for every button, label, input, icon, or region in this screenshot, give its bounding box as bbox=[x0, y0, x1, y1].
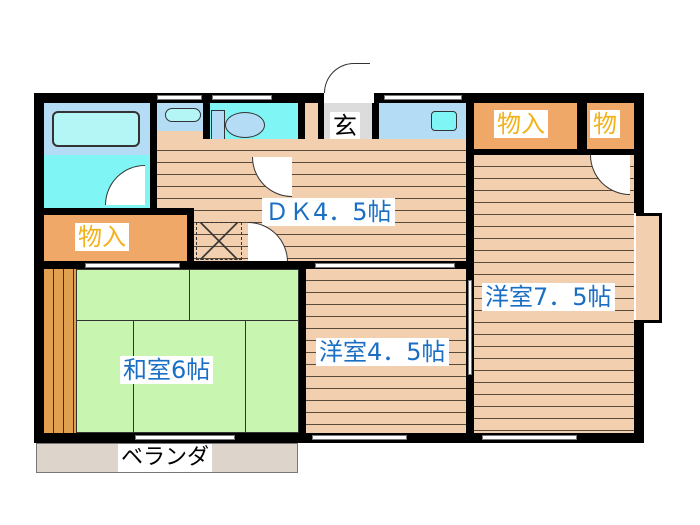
window-top-washroom bbox=[157, 95, 202, 100]
closet-left-wall-right bbox=[187, 208, 194, 268]
mid-wall bbox=[34, 261, 474, 269]
balcony-label: ベランダ bbox=[118, 444, 213, 472]
window-bottom-yoshitsu-large bbox=[482, 435, 577, 440]
entrance-label: 玄 bbox=[330, 112, 360, 140]
outer-wall-top-right bbox=[374, 93, 644, 103]
dk-floor-upper bbox=[157, 131, 203, 141]
sliding-door-closet bbox=[85, 263, 180, 268]
yoshitsu-large-label: 洋室7．5帖 bbox=[482, 283, 615, 311]
tokonoma bbox=[44, 269, 76, 433]
toilet-wall-right bbox=[298, 103, 305, 158]
sink-icon bbox=[431, 111, 457, 131]
bay-window bbox=[636, 213, 662, 323]
washitsu-wall-right bbox=[299, 261, 306, 441]
outer-wall-right-lower bbox=[634, 320, 644, 440]
window-bottom-yoshitsu-small bbox=[312, 435, 407, 440]
window-top-toilet bbox=[212, 95, 272, 100]
tatami-5 bbox=[245, 320, 299, 433]
yoshitsu-divider bbox=[466, 93, 474, 438]
washitsu-label: 和室6帖 bbox=[120, 356, 214, 384]
tatami-2 bbox=[189, 269, 299, 321]
closet-top-wall-bottom bbox=[474, 149, 634, 155]
bathtub-icon bbox=[52, 111, 140, 147]
dk-label: ＤＫ4．5帖 bbox=[262, 198, 395, 226]
closet-left-label: 物入 bbox=[75, 223, 129, 251]
washbasin-icon bbox=[165, 108, 201, 122]
toilet-wall bbox=[203, 103, 210, 158]
closet-strip bbox=[305, 103, 319, 150]
yoshitsu-small-label: 洋室4．5帖 bbox=[316, 338, 449, 366]
sliding-door-divider bbox=[468, 280, 472, 375]
window-bottom-washitsu bbox=[135, 435, 235, 440]
closet-divider bbox=[577, 93, 587, 153]
entrance-door-icon bbox=[324, 63, 370, 93]
closet-top-label: 物入 bbox=[494, 110, 548, 138]
window-top-kitchen bbox=[384, 95, 462, 100]
outer-wall-right-upper bbox=[634, 93, 644, 213]
bath-wall bbox=[150, 103, 157, 213]
sliding-door-yoshitsu-small bbox=[315, 263, 455, 268]
storage-hatch-icon bbox=[196, 222, 242, 260]
entrance-wall-left bbox=[318, 103, 324, 158]
toilet-tank-icon bbox=[211, 110, 225, 140]
tatami-1 bbox=[76, 269, 190, 321]
entrance-wall-right bbox=[372, 103, 379, 158]
toilet-icon bbox=[225, 112, 265, 138]
closet-left-wall-top bbox=[34, 208, 194, 215]
closet-small-label: 物 bbox=[590, 110, 620, 138]
